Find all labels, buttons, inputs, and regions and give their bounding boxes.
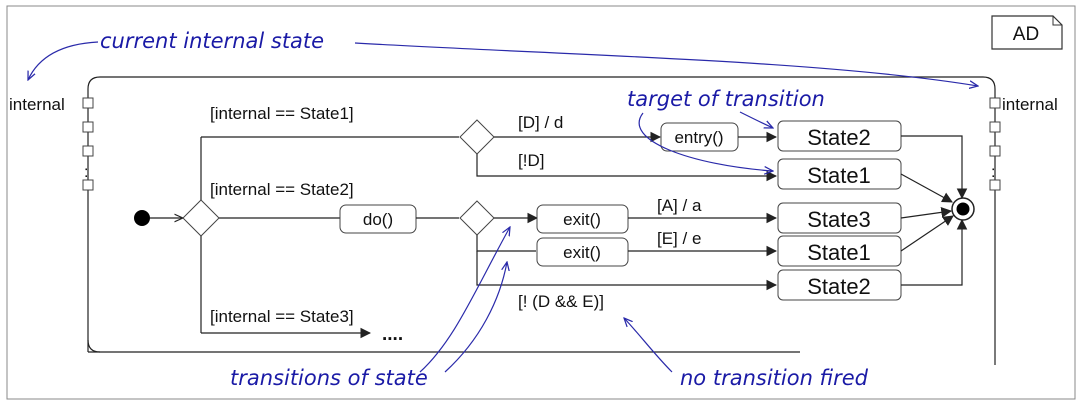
diagram-tag-label: AD [1013, 24, 1039, 45]
svg-text:State1: State1 [807, 163, 871, 188]
svg-text::: : [991, 164, 995, 181]
note-transitions-of-state: transitions of state [230, 366, 428, 390]
guard-none: [! (D && E)] [518, 292, 604, 311]
svg-text:exit(): exit() [563, 210, 601, 229]
final-node [951, 197, 975, 221]
more-states-ellipsis: .... [382, 324, 403, 345]
decision-node-state2 [459, 200, 495, 236]
svg-text::: : [84, 164, 88, 181]
decision-node-internal [182, 199, 220, 237]
left-pin-label: internal [9, 95, 65, 114]
guard-d: [D] / d [518, 113, 563, 132]
svg-text:State1: State1 [807, 240, 871, 265]
note-arrow-right [354, 42, 978, 86]
guard-state1: [internal == State1] [210, 104, 354, 123]
note-current-internal-state: current internal state [100, 29, 324, 53]
svg-text:entry(): entry() [674, 128, 723, 147]
right-pins: : [989, 97, 1001, 191]
note-target-of-transition: target of transition [627, 87, 825, 111]
do-action [339, 204, 417, 234]
guard-state3: [internal == State3] [210, 307, 354, 326]
svg-text:State3: State3 [807, 207, 871, 232]
activity-frame [87, 76, 996, 365]
svg-text:do(): do() [363, 210, 393, 229]
guard-e: [E] / e [657, 229, 701, 248]
outer-frame [6, 5, 1076, 400]
exit-action-e [536, 237, 629, 267]
svg-text:State2: State2 [807, 125, 871, 150]
svg-text:exit(): exit() [563, 243, 601, 262]
guard-a: [A] / a [657, 196, 702, 215]
right-pin-label: internal [1002, 95, 1058, 114]
diagram-tag: AD [991, 15, 1063, 50]
guard-state2: [internal == State2] [210, 180, 354, 199]
note-arrow-left [28, 41, 99, 80]
initial-node [134, 210, 150, 226]
decision-node-state1 [459, 119, 495, 155]
left-pins: : [82, 97, 94, 191]
guard-not-d: [!D] [518, 151, 544, 170]
note-no-transition-fired: no transition fired [680, 366, 869, 390]
svg-text:State2: State2 [807, 274, 871, 299]
exit-action-a [536, 204, 629, 234]
